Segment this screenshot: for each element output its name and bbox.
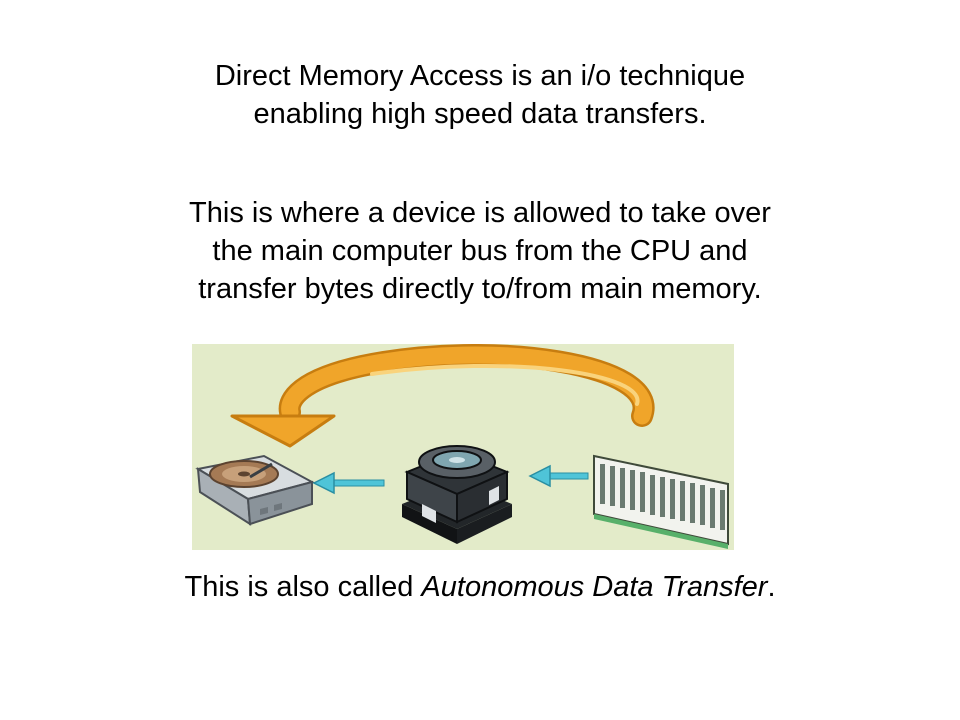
memory-module-icon xyxy=(593,454,729,549)
cpu-heatsink-icon xyxy=(402,445,512,544)
footer-suffix: . xyxy=(767,571,776,603)
footer-prefix: This is also called xyxy=(184,571,422,603)
dma-illustration xyxy=(192,344,734,550)
footer-emphasis: Autonomous Data Transfer xyxy=(421,571,768,603)
right-transfer-arrow-icon xyxy=(528,464,589,488)
detail-line-3: transfer bytes directly to/from main mem… xyxy=(198,273,762,305)
curved-transfer-arrow-icon xyxy=(230,344,655,448)
left-transfer-arrow-icon xyxy=(312,471,385,495)
detail-paragraph: This is where a device is allowed to tak… xyxy=(0,194,960,308)
detail-line-1: This is where a device is allowed to tak… xyxy=(189,197,771,229)
hard-disk-icon xyxy=(195,454,315,526)
footer-paragraph: This is also called Autonomous Data Tran… xyxy=(0,568,960,606)
intro-line-2: enabling high speed data transfers. xyxy=(253,98,707,130)
detail-line-2: the main computer bus from the CPU and xyxy=(212,235,748,267)
intro-line-1: Direct Memory Access is an i/o technique xyxy=(214,60,746,92)
intro-paragraph: Direct Memory Access is an i/o technique… xyxy=(0,57,960,133)
